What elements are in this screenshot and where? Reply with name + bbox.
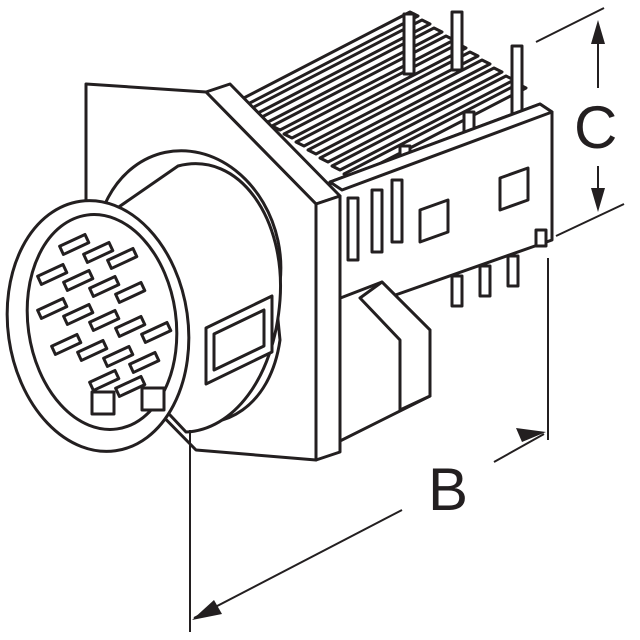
dimension-b-arrow-right (516, 428, 546, 442)
dimension-c-extension-top (535, 7, 605, 43)
dimension-b: B (189, 258, 549, 632)
rear-pin-bank-upper (234, 10, 528, 230)
latch-window (204, 294, 274, 386)
dimension-c-arrow-bottom (591, 188, 605, 212)
dimension-b-arrow-left (192, 600, 222, 620)
dimension-b-line-right (493, 433, 545, 463)
dimension-c: C (535, 7, 625, 237)
lower-bracket (308, 280, 432, 460)
dimension-c-label: C (574, 94, 617, 161)
dimension-b-line-left (193, 509, 403, 619)
dimension-c-extension-bottom (555, 203, 625, 237)
dimension-c-arrow-top (591, 20, 605, 44)
dimension-b-label: B (428, 456, 468, 523)
front-contacts (36, 232, 173, 416)
